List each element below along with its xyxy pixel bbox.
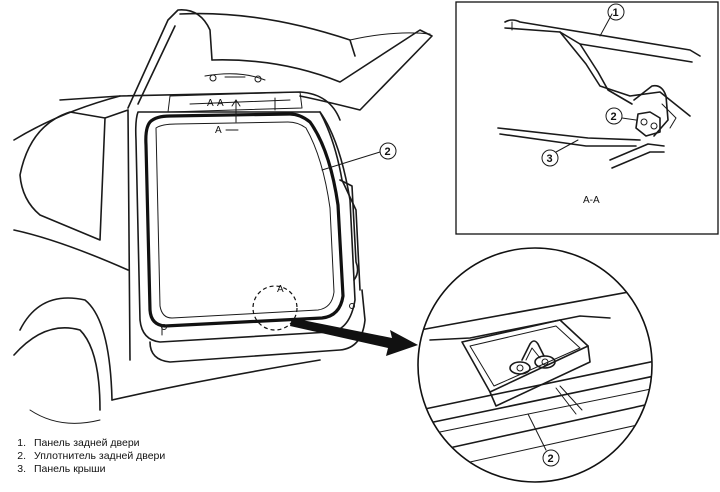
parts-legend: 1. Панель задней двери 2. Уплотнитель за…: [14, 437, 165, 476]
detail-arrow: [290, 318, 418, 356]
detail-circle-a: [252, 285, 298, 331]
legend-text: Уплотнитель задней двери: [34, 450, 166, 462]
callout-inset-1: 1: [613, 7, 619, 19]
section-mark-aa-top: A-A: [207, 98, 224, 109]
legend-number: 3.: [17, 463, 26, 475]
callout-detail-2: 2: [548, 453, 554, 465]
section-label-aa: A-A: [583, 195, 600, 206]
legend-item: 1. Панель задней двери: [14, 437, 165, 450]
section-mark-a-arrow: A: [215, 125, 222, 136]
legend-number: 2.: [17, 450, 26, 462]
legend-item: 2. Уплотнитель задней двери: [14, 450, 165, 463]
legend-number: 1.: [17, 437, 26, 449]
legend-item: 3. Панель крыши: [14, 463, 165, 476]
callout-circle-main-2: [379, 142, 397, 160]
callout-inset-3: 3: [547, 153, 553, 165]
car-rear-view: A-A A A 2: [13, 9, 433, 424]
inset-section-aa: 1 2 3 A-A: [455, 1, 719, 235]
legend-text: Панель задней двери: [34, 437, 140, 449]
legend-text: Панель крыши: [34, 463, 106, 475]
callout-inset-2: 2: [611, 111, 617, 123]
callout-main-2: 2: [385, 146, 391, 158]
detail-label-a: A: [277, 284, 284, 295]
inset-detail-latch: 2: [417, 247, 653, 483]
